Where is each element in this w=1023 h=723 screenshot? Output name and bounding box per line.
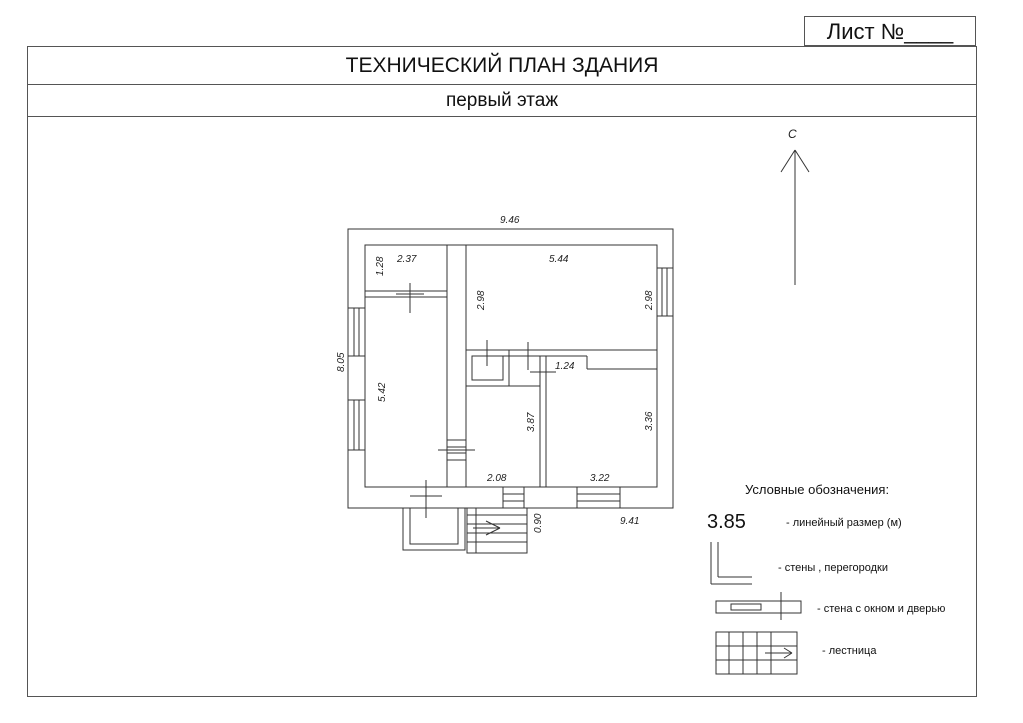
dim-middle-room-height: 3.87 [526,412,537,432]
title-row: ТЕХНИЧЕСКИЙ ПЛАН ЗДАНИЯ [28,47,976,85]
legend-sample-dimension: 3.85 [707,511,746,533]
north-arrow-label: С [788,127,797,141]
legend-linear-size: - линейный размер (м) [786,517,902,529]
dim-left-room-height: 5.42 [377,382,388,402]
dim-corridor-width: 1.24 [555,361,575,372]
dim-big-room-height-left: 2.98 [476,290,487,311]
subtitle-row: первый этаж [28,85,976,117]
windows [347,267,674,509]
porch-stairs [402,507,528,554]
legend-stairs: - лестница [822,645,877,657]
dim-big-room-width: 5.44 [549,254,569,265]
legend: Условные обозначения: 3.85 - линейный ра… [707,482,945,675]
dim-small-room-width: 2.37 [396,254,417,265]
dim-overall-width-top: 9.46 [500,215,520,226]
dim-overall-height-left: 8.05 [336,352,347,372]
legend-wall-window-door: - стена с окном и дверью [817,603,945,615]
floor-name: первый этаж [445,90,559,111]
page-title: ТЕХНИЧЕСКИЙ ПЛАН ЗДАНИЯ [345,54,659,77]
legend-title: Условные обозначения: [745,482,889,497]
building-walls [347,228,674,509]
dim-porch: 0.90 [533,513,544,533]
dim-right-room-height: 3.36 [644,411,655,431]
legend-stairs-symbol [715,631,798,675]
dim-small-room-height: 1.28 [375,256,386,276]
sheet-number-label: Лист №____ [826,19,954,44]
drawing-frame: ТЕХНИЧЕСКИЙ ПЛАН ЗДАНИЯ первый этаж [27,46,977,697]
doors [396,283,556,518]
legend-window-door-symbol [715,592,802,620]
legend-walls-symbol [710,542,752,585]
dimension-labels: 9.46 9.41 8.05 1.28 2.37 5.42 5.44 2.98 … [336,215,655,533]
dim-middle-room-width: 2.08 [486,473,507,484]
dim-right-room-width: 3.22 [590,473,610,484]
dim-overall-width-bottom: 9.41 [620,516,639,527]
legend-walls: - стены , перегородки [778,562,888,574]
north-arrow [780,149,810,285]
dim-big-room-height-right: 2.98 [644,290,655,311]
sheet-number-box: Лист №____ [804,16,976,46]
